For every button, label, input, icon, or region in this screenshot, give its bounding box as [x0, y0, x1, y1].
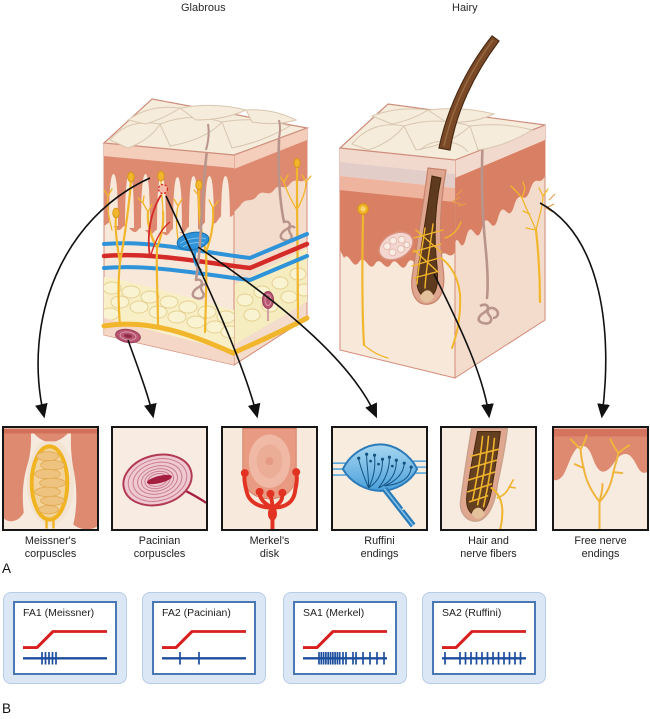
fa2-pacinian-box: FA2 (Pacinian) [142, 592, 266, 684]
arrow-to-meissner [35, 177, 151, 419]
hair-follicle-illustration [442, 428, 535, 529]
glabrous-epidermis-surface [102, 98, 310, 156]
fa2-response-trace [162, 630, 246, 665]
sa1-response-trace [303, 630, 387, 665]
sa1-label: SA1 (Merkel) [303, 607, 365, 619]
meissner-illustration [4, 428, 97, 529]
sa2-label: SA2 (Ruffini) [442, 607, 502, 619]
arrow-to-free-nerve [539, 202, 610, 419]
sweat-gland-hairy [477, 134, 500, 325]
hairy-epidermis-surface [338, 103, 546, 161]
arrow-to-ruffini [197, 246, 377, 419]
fa1-label: FA1 (Meissner) [23, 607, 95, 619]
ruffini-illustration [333, 428, 426, 529]
sweat-gland-right-face [277, 137, 296, 242]
pacinian-corpuscle-in-block [115, 328, 141, 344]
merkel-disk-in-block [147, 183, 171, 259]
free-nerve-endings-right [510, 181, 556, 304]
panel-a-letter: A [2, 561, 12, 576]
fa2-inner: FA2 (Pacinian) [152, 601, 256, 675]
sa2-inner: SA2 (Ruffini) [432, 601, 536, 675]
inset-pacinian-corpuscle [111, 426, 208, 531]
inset-merkels-disk [221, 426, 318, 531]
arrow-to-pacinian [127, 339, 157, 419]
hairy-skin-block [338, 35, 556, 379]
fat-lobules [104, 281, 234, 339]
pacinian-illustration [113, 428, 206, 529]
dermal-papillae [109, 174, 230, 232]
blood-vessels [101, 232, 310, 283]
nerve-fibers-front-face [101, 170, 310, 356]
free-nerve-illustration [554, 428, 647, 529]
free-endings-orange [451, 189, 467, 207]
hairy-label: Hairy [452, 2, 478, 14]
glabrous-skin-block [101, 98, 312, 366]
hair-shaft-highlight [443, 39, 494, 147]
ruffini-ending-in-block [176, 231, 210, 273]
hair-follicle [411, 167, 447, 305]
sebaceous-gland [378, 231, 414, 261]
sa1-inner: SA1 (Merkel) [293, 601, 397, 675]
follicle-nerve-lattice [411, 221, 462, 349]
glabrous-label: Glabrous [181, 2, 226, 14]
nerve-fibers-right-face [278, 158, 312, 320]
sweat-gland-front-face [191, 148, 209, 300]
inset-hair-nerve-fibers [440, 426, 537, 531]
inset-ruffini-endings [331, 426, 428, 531]
sa2-response-trace [442, 630, 526, 665]
fa1-response-trace [23, 630, 107, 665]
pacinian-corpuscle-right-face [262, 291, 274, 321]
sa2-ruffini-box: SA2 (Ruffini) [422, 592, 546, 684]
inset-meissners-corpuscle [2, 426, 99, 531]
hair-shaft [438, 35, 500, 151]
fa1-meissner-box: FA1 (Meissner) [3, 592, 127, 684]
fa2-label: FA2 (Pacinian) [162, 607, 231, 619]
arrow-to-hair [433, 273, 494, 419]
hair-disc-ending [357, 203, 389, 359]
merkel-illustration [223, 428, 316, 529]
leader-arrows [35, 177, 610, 419]
arrow-to-merkel [165, 195, 261, 419]
fa1-inner: FA1 (Meissner) [13, 601, 117, 675]
panel-b-letter: B [2, 701, 12, 716]
sa1-merkel-box: SA1 (Merkel) [283, 592, 407, 684]
inset-free-nerve-endings [552, 426, 649, 531]
